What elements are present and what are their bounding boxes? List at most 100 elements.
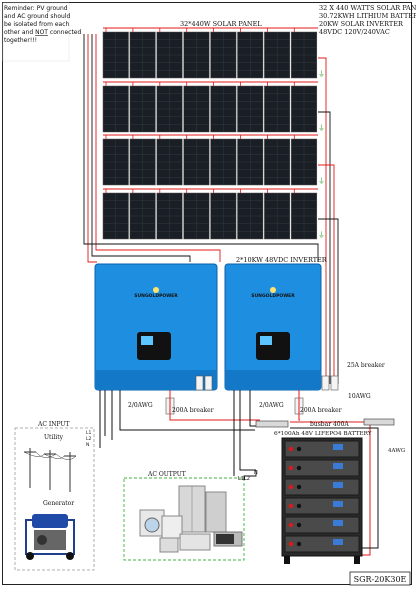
generator-label: Generator bbox=[43, 500, 74, 507]
battery-module bbox=[284, 535, 360, 553]
ac-input-terminal-n: N bbox=[86, 442, 89, 448]
ground-icon: ⏚ bbox=[318, 124, 325, 132]
oven-icon bbox=[179, 533, 211, 551]
inverter-2-brand: SUNGOLDPOWER bbox=[251, 293, 295, 299]
solar-panel bbox=[237, 135, 264, 186]
solar-panel bbox=[156, 28, 183, 79]
busbar-negative bbox=[363, 418, 395, 426]
inverter-1-brand: SUNGOLDPOWER bbox=[134, 293, 178, 299]
busbars: busbar 400A 4AWG bbox=[255, 418, 405, 454]
generator-icon bbox=[25, 514, 75, 560]
lcd-screen-icon bbox=[260, 336, 272, 345]
solar-panel bbox=[210, 135, 237, 186]
utility-poles-icon bbox=[23, 448, 77, 492]
solar-panel bbox=[129, 189, 156, 240]
dc-breaker-left-label: 200A breaker bbox=[172, 407, 214, 414]
panel-label: 32*440W SOLAR PANEL bbox=[180, 20, 262, 28]
pv-awg-label: 10AWG bbox=[348, 393, 371, 400]
solar-panel bbox=[210, 82, 237, 133]
solar-panel bbox=[183, 135, 210, 186]
pv-breaker-4 bbox=[330, 375, 339, 391]
ac-output-title: AC OUTPUT bbox=[147, 471, 186, 478]
spec-line1: 32 X 440 WATTS SOLAR PANELS bbox=[319, 4, 416, 12]
solar-panel bbox=[183, 82, 210, 133]
solar-panel bbox=[156, 82, 183, 133]
spec-line3: 20KW SOLAR INVERTER bbox=[319, 20, 404, 28]
reminder-line2: and AC ground should bbox=[4, 13, 70, 20]
ac-input-terminal-l1: L1 bbox=[86, 430, 92, 436]
ground-icon: ⏚ bbox=[318, 177, 325, 185]
reminder-line5: together!!! bbox=[4, 37, 37, 44]
model-box: SGR-20K30E bbox=[349, 571, 411, 586]
solar-panel bbox=[102, 28, 129, 79]
solar-panel bbox=[237, 28, 264, 79]
solar-panel bbox=[210, 189, 237, 240]
solar-panel bbox=[183, 189, 210, 240]
solar-panel bbox=[183, 28, 210, 79]
busbar-positive bbox=[255, 420, 289, 428]
solar-panel bbox=[264, 135, 291, 186]
battery-module bbox=[284, 497, 360, 515]
reminder-line1: Reminder: PV ground bbox=[4, 5, 68, 12]
lcd-screen-icon bbox=[141, 336, 153, 345]
pv-breaker-3 bbox=[321, 375, 330, 391]
fridge-2-icon bbox=[205, 491, 227, 533]
solar-panel bbox=[264, 82, 291, 133]
ground-icon: ⏚ bbox=[318, 231, 325, 239]
solar-panel-array: ⏚ ⏚ ⏚ ⏚ bbox=[102, 28, 325, 240]
utility-label: Utility bbox=[44, 434, 64, 441]
pv-breaker-1 bbox=[195, 375, 204, 391]
solar-panel bbox=[156, 189, 183, 240]
dishwasher-icon bbox=[161, 515, 183, 539]
solar-panel bbox=[264, 189, 291, 240]
ground-icon: ⏚ bbox=[318, 70, 325, 78]
solar-panel bbox=[129, 82, 156, 133]
battery-awg-label: 4AWG bbox=[388, 448, 405, 454]
solar-panel bbox=[156, 135, 183, 186]
pv-breaker-2 bbox=[204, 375, 213, 391]
solar-panel bbox=[291, 189, 318, 240]
battery-module bbox=[284, 516, 360, 534]
solar-panel bbox=[237, 189, 264, 240]
busbar-label: busbar 400A bbox=[310, 421, 349, 428]
battery-modules bbox=[284, 440, 360, 553]
ac-output-wiring bbox=[243, 470, 257, 480]
battery-module bbox=[284, 478, 360, 496]
solar-panel bbox=[291, 82, 318, 133]
appliances bbox=[139, 485, 243, 553]
model-number: SGR-20K30E bbox=[354, 575, 407, 584]
solar-panel bbox=[237, 82, 264, 133]
reminder-line3: be isolated from each bbox=[4, 21, 70, 28]
battery-module bbox=[284, 440, 360, 458]
solar-panel bbox=[129, 28, 156, 79]
ac-input-terminal-l2: L2 bbox=[86, 436, 92, 442]
solar-panel bbox=[102, 135, 129, 186]
awg-left-label: 2/0AWG bbox=[128, 402, 153, 409]
sun-logo-icon bbox=[270, 287, 276, 293]
awg-right-label: 2/0AWG bbox=[259, 402, 284, 409]
spec-line2: 30.72KWH LITHIUM BATTERY bbox=[319, 12, 416, 20]
ac-input-title: AC INPUT bbox=[37, 421, 69, 428]
reminder-line4: other and NOT connected bbox=[4, 29, 82, 36]
solar-panel bbox=[291, 28, 318, 79]
dc-wiring bbox=[99, 390, 379, 556]
pv-wiring bbox=[83, 27, 339, 384]
sun-logo-icon bbox=[153, 287, 159, 293]
dc-breaker-right-label: 200A breaker bbox=[300, 407, 342, 414]
inverter-label: 2*10KW 48VDC INVERTER bbox=[236, 256, 328, 264]
small-appliance-icon bbox=[159, 537, 179, 553]
pv-breaker-label: 25A breaker bbox=[347, 362, 385, 369]
battery-module bbox=[284, 459, 360, 477]
solar-panel bbox=[102, 189, 129, 240]
solar-panel bbox=[210, 28, 237, 79]
inverter-1: SUNGOLDPOWER bbox=[94, 263, 218, 391]
spec-line4: 48VDC 120V/240VAC bbox=[319, 28, 390, 36]
system-specs: 32 X 440 WATTS SOLAR PANELS 30.72KWH LIT… bbox=[319, 4, 416, 36]
ac-input-box: AC INPUT Utility Generator L1 L2 N bbox=[14, 421, 95, 571]
solar-panel bbox=[291, 135, 318, 186]
solar-panel bbox=[102, 82, 129, 133]
diagram-frame bbox=[2, 2, 412, 585]
reminder-note: Reminder: PV ground and AC ground should… bbox=[2, 2, 82, 62]
inverter-2: SUNGOLDPOWER bbox=[224, 263, 322, 391]
